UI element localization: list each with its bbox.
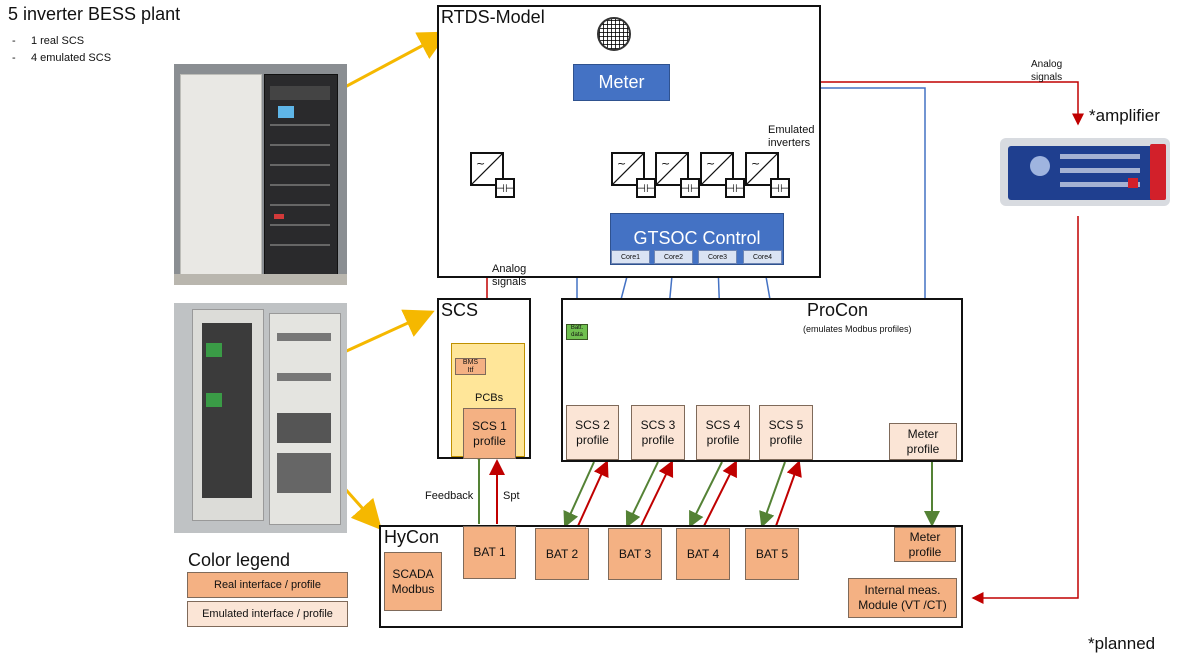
hycon-title: HyCon [384, 527, 440, 547]
legend-real: Real interface / profile [187, 572, 348, 598]
analog-signals-mid-label: Analog signals [492, 263, 527, 288]
bat-2: BAT 2 [535, 528, 589, 580]
legend-title: Color legend [188, 550, 291, 570]
procon-title: ProCon [807, 300, 869, 320]
inverter-5: ~ [745, 152, 779, 186]
analog-signals-top-label: Analog signals [1031, 59, 1063, 83]
batt-data-block: Batt. data [566, 324, 588, 340]
amplifier-label: *amplifier [1089, 106, 1160, 125]
plant-item-real: - 1 real SCS [12, 35, 85, 47]
bat-4: BAT 4 [676, 528, 730, 580]
legend-emulated: Emulated interface / profile [187, 601, 348, 627]
bat-3: BAT 3 [608, 528, 662, 580]
procon-subtitle: (emulates Modbus profiles) [803, 324, 912, 334]
bat-5: BAT 5 [745, 528, 799, 580]
svg-text:~: ~ [617, 157, 626, 170]
spt-label: Spt [503, 490, 520, 502]
emulated-inverters-label: Emulated inverters [768, 124, 815, 149]
dc-source-3-icon: ⊣⊢ [680, 178, 700, 198]
grid-icon [597, 17, 631, 51]
scs1-profile: SCS 1 profile [463, 408, 516, 459]
dc-source-5-icon: ⊣⊢ [770, 178, 790, 198]
plant-title: 5 inverter BESS plant [8, 4, 181, 24]
amplifier-device [1000, 128, 1170, 206]
dc-source-1-icon: ⊣⊢ [495, 178, 515, 198]
meter-block: Meter [573, 64, 670, 101]
hycon-meter-profile: Meter profile [894, 527, 956, 562]
gtsoc-control-label: GTSOC Control [633, 228, 761, 248]
rtds-cabinet-photo [174, 64, 347, 285]
svg-text:~: ~ [661, 157, 670, 170]
dc-source-2-icon: ⊣⊢ [636, 178, 656, 198]
core-3: Core3 [698, 250, 737, 264]
core-2: Core2 [654, 250, 693, 264]
internal-meas-module: Internal meas. Module (VT /CT) [848, 578, 957, 618]
procon-meter-profile: Meter profile [889, 423, 957, 460]
dc-source-4-icon: ⊣⊢ [725, 178, 745, 198]
rtds-title: RTDS-Model [441, 7, 545, 27]
scs5-profile: SCS 5 profile [759, 405, 813, 460]
planned-label: *planned [1088, 634, 1156, 653]
core-1: Core1 [611, 250, 650, 264]
bat-1: BAT 1 [463, 526, 516, 579]
scs4-profile: SCS 4 profile [696, 405, 750, 460]
pcbs-label: PCBs [475, 392, 504, 404]
scs-title: SCS [441, 300, 479, 320]
scs2-profile: SCS 2 profile [566, 405, 619, 460]
bms-interface: BMS Itf [455, 358, 486, 375]
scada-modbus: SCADA Modbus [384, 552, 442, 611]
svg-text:~: ~ [476, 157, 485, 170]
svg-text:~: ~ [751, 157, 760, 170]
plant-item-emulated: - 4 emulated SCS [12, 52, 112, 64]
feedback-label: Feedback [425, 490, 474, 502]
svg-text:~: ~ [706, 157, 715, 170]
photo-arrow-rtds [329, 31, 449, 97]
scs-cabinet-photo [174, 303, 347, 533]
scs3-profile: SCS 3 profile [631, 405, 685, 460]
core-4: Core4 [743, 250, 782, 264]
